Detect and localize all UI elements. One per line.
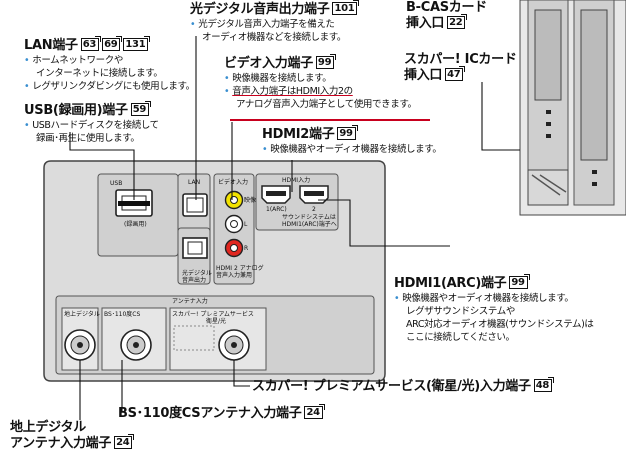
- lan-title: LAN端子: [24, 38, 78, 53]
- video-desc-3: アナログ音声入力端子として使用できます。: [236, 99, 417, 110]
- video-desc-1: 映像機器を接続します。: [232, 73, 332, 84]
- optical-desc-1: 光デジタル音声入力端子を備えた: [198, 19, 335, 30]
- panel-lan-label: LAN: [188, 179, 200, 186]
- panel-ant-sky-1: スカパー! プレミアムサービス: [172, 310, 254, 318]
- panel-usb-sub: (録画用): [124, 220, 147, 228]
- panel-ant-bs: BS･110度CS: [104, 310, 140, 318]
- skyperfect-card-ref[interactable]: 47: [445, 66, 466, 81]
- premium-title: スカパー! プレミアムサービス(衛星/光)入力端子: [252, 379, 531, 394]
- panel-hdmi-label: HDMI入力: [282, 176, 310, 184]
- panel-video-label: ビデオ入力: [218, 178, 248, 186]
- bs-title: BS･110度CSアンテナ入力端子: [118, 406, 302, 421]
- panel-video-note-2: 音声入力兼用: [216, 271, 252, 279]
- panel-optical-label-1: 光デジタル: [182, 269, 212, 277]
- bcas-title-1: B-CASカード: [406, 0, 487, 15]
- panel-ant-terr: 地上デジタル: [64, 310, 100, 318]
- bcas-title-2: 挿入口: [406, 16, 445, 31]
- lan-ref-2[interactable]: 69: [102, 36, 123, 51]
- panel-hdmi-note-1: サウンドシステムは: [282, 213, 336, 221]
- video-desc-2: 音声入力端子はHDMI入力2の: [232, 86, 353, 97]
- panel-usb-label: USB: [110, 180, 122, 187]
- optical-desc-2: オーディオ機器などを接続します。: [202, 32, 346, 43]
- panel-video-note-1: HDMI 2 アナログ: [216, 264, 264, 272]
- skyperfect-card-title-1: スカパー! ICカード: [404, 52, 517, 67]
- lan-desc-3: レグザリンクダビングにも使用します。: [32, 81, 195, 92]
- lan-ref-3[interactable]: 131: [123, 36, 151, 51]
- hdmi1-ref[interactable]: 99: [509, 274, 531, 289]
- card-slot-housing: [519, 0, 626, 216]
- panel-audio-l: L: [244, 221, 248, 228]
- hdmi1-desc-1: 映像機器やオーディオ機器を接続します。: [402, 293, 574, 304]
- terrestrial-title-2: アンテナ入力端子: [10, 436, 112, 451]
- panel-video-tag: 映像: [244, 196, 256, 204]
- panel-audio-r: R: [244, 245, 248, 252]
- terrestrial-title-1: 地上デジタル: [10, 420, 86, 435]
- panel-hdmi2-port: 2: [312, 206, 316, 213]
- usb-ref[interactable]: 59: [130, 101, 152, 116]
- optical-title: 光デジタル音声出力端子: [190, 2, 330, 17]
- lan-desc-1: ホームネットワークや: [32, 55, 123, 66]
- skyperfect-card-title-2: 挿入口: [404, 68, 443, 83]
- video-ref[interactable]: 99: [315, 54, 337, 69]
- usb-title: USB(録画用)端子: [24, 103, 128, 118]
- panel-ant-sky-2: 衛星/光: [206, 317, 226, 325]
- bcas-ref[interactable]: 22: [447, 14, 468, 29]
- lan-ref-1[interactable]: 63: [80, 36, 102, 51]
- hdmi1-desc-4: ここに接続してください。: [406, 332, 515, 343]
- panel-hdmi1-port: 1(ARC): [266, 206, 287, 213]
- hdmi2-ref[interactable]: 99: [337, 125, 359, 140]
- optical-ref[interactable]: 101: [332, 0, 360, 15]
- usb-desc-1: USBハードディスクを接続して: [32, 120, 159, 131]
- panel-optical-label-2: 音声出力: [182, 276, 206, 284]
- premium-ref[interactable]: 48: [533, 377, 555, 392]
- usb-desc-2: 録画･再生に使用します。: [36, 133, 140, 144]
- hdmi1-desc-2: レグザサウンドシステムや: [406, 306, 515, 317]
- lan-desc-2: インターネットに接続します。: [36, 68, 163, 79]
- panel-antenna-label: アンテナ入力: [172, 297, 208, 305]
- rear-panel: [43, 160, 386, 382]
- hdmi2-desc-1: 映像機器やオーディオ機器を接続します。: [270, 144, 442, 155]
- hdmi1-title: HDMI1(ARC)端子: [394, 276, 507, 291]
- terrestrial-ref[interactable]: 24: [114, 434, 135, 449]
- hdmi1-desc-3: ARC対応オーディオ機器(サウンドシステム)は: [406, 319, 594, 330]
- hdmi2-title: HDMI2端子: [262, 127, 335, 142]
- video-title: ビデオ入力端子: [224, 56, 313, 71]
- leader-lines: [69, 36, 520, 420]
- panel-labels: USB (録画用) LAN 光デジタル 音声出力 ビデオ入力 映像 L R HD…: [64, 176, 337, 325]
- bs-ref[interactable]: 24: [304, 404, 326, 419]
- panel-hdmi-note-2: HDMI1(ARC)端子へ: [282, 220, 337, 228]
